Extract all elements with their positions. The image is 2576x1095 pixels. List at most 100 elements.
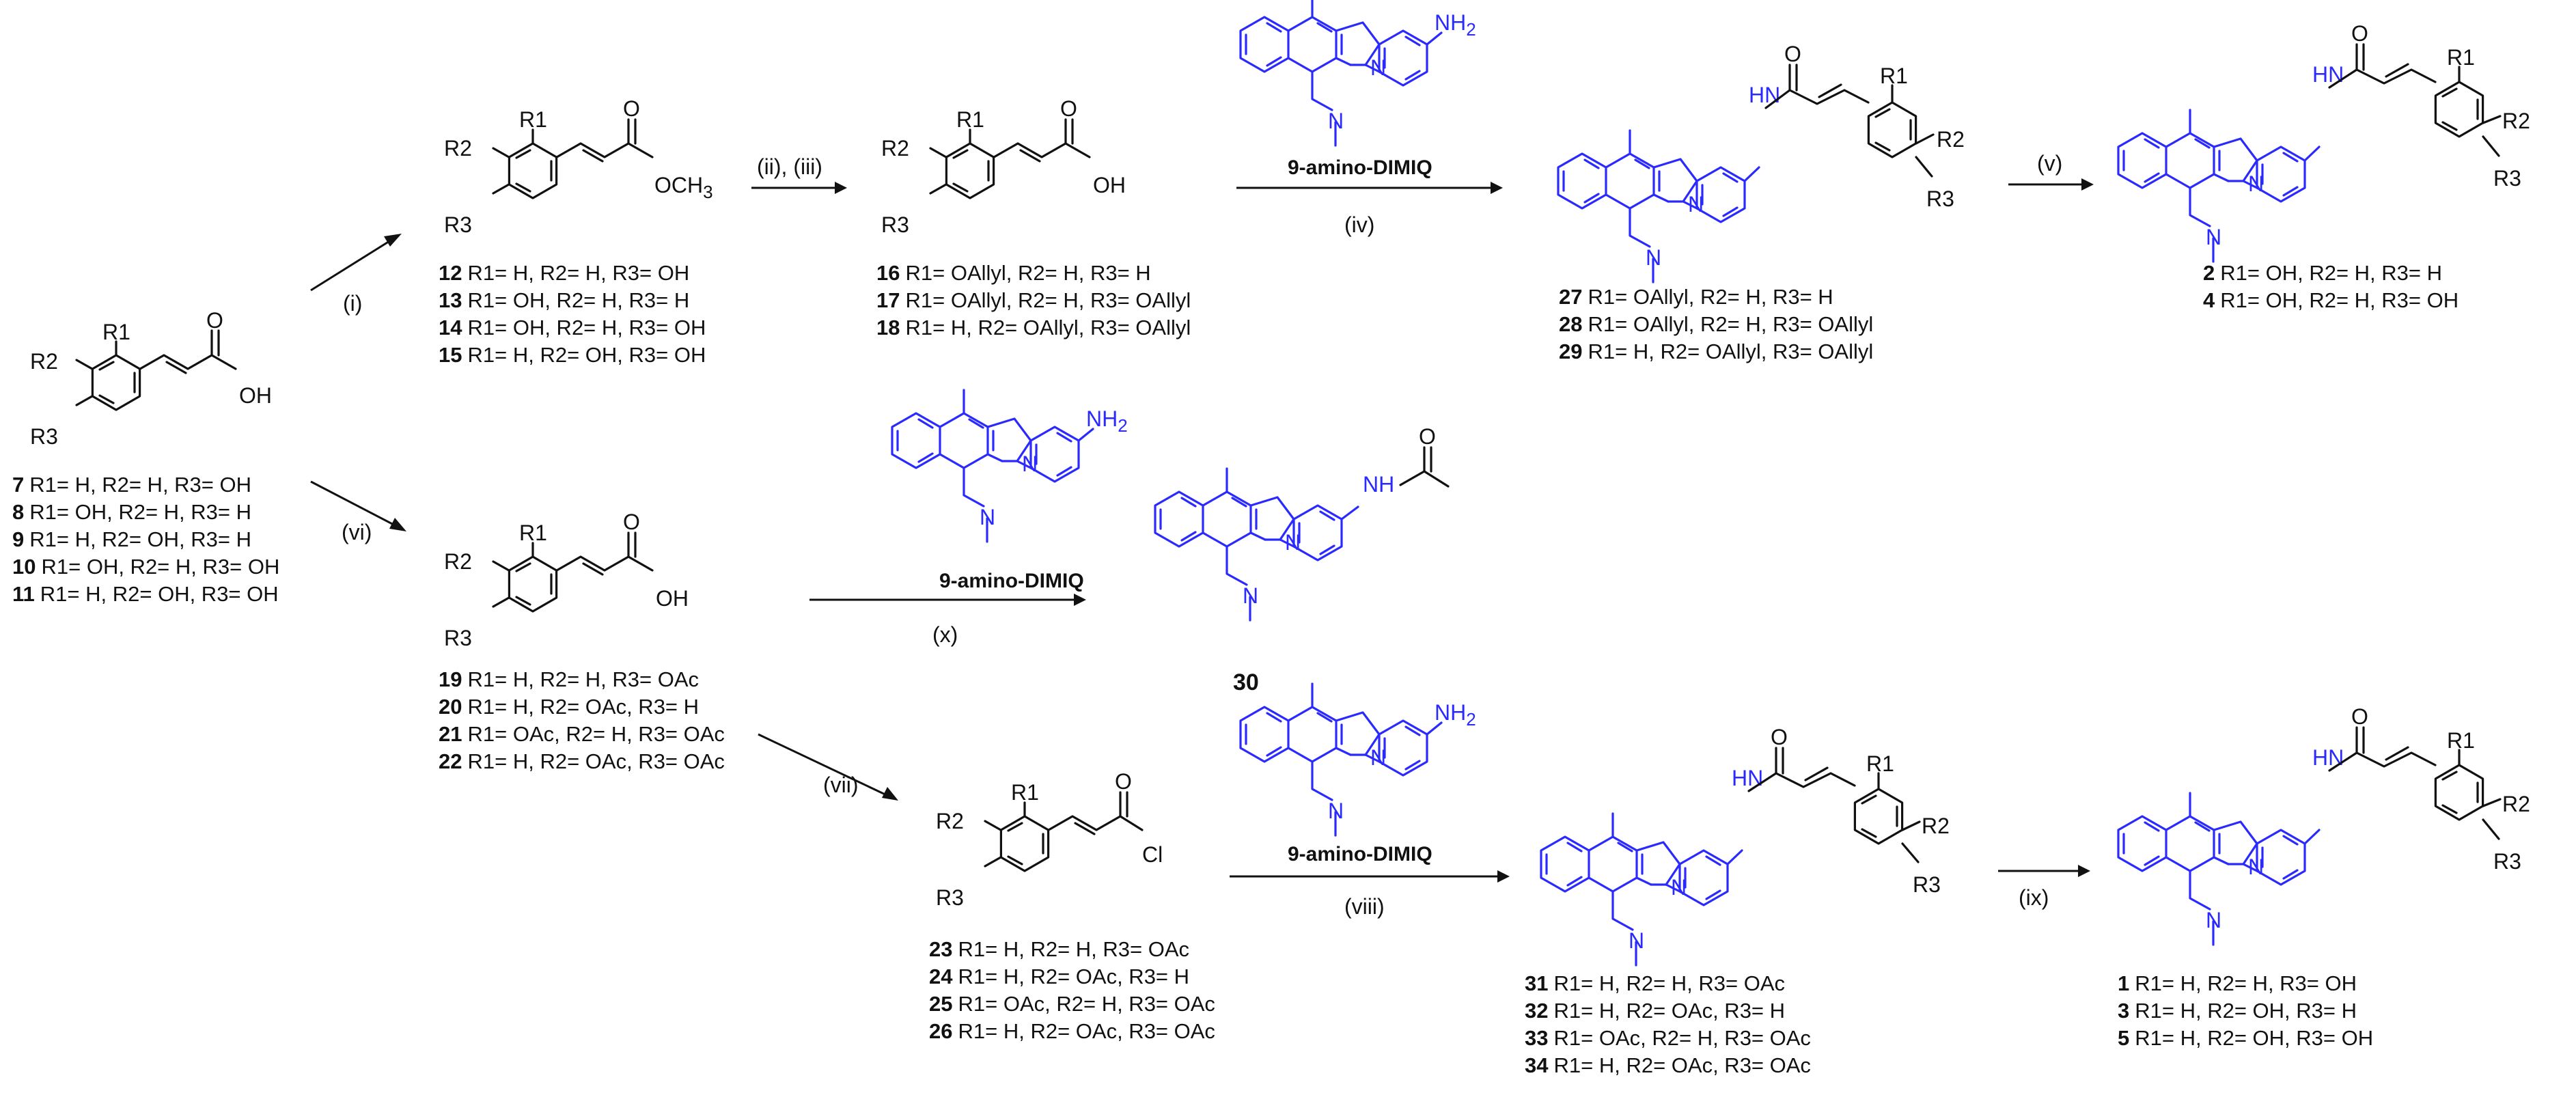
svg-text:R1: R1 bbox=[956, 107, 984, 132]
svg-text:N: N bbox=[1671, 875, 1687, 900]
svg-text:R2: R2 bbox=[2502, 109, 2530, 133]
svg-text:N: N bbox=[2248, 171, 2264, 196]
svg-text:HN: HN bbox=[1732, 766, 1763, 790]
start-structure: R1 R2 R3 O OH bbox=[30, 308, 272, 449]
svg-text:R1: R1 bbox=[2447, 728, 2475, 753]
arrow-x: (x) bbox=[809, 594, 1086, 647]
svg-text:OH: OH bbox=[1093, 173, 1126, 197]
svg-text:R1: R1 bbox=[1011, 780, 1039, 805]
svg-text:N: N bbox=[1328, 109, 1344, 133]
svg-text:R3: R3 bbox=[1926, 186, 1954, 211]
svg-text:2R1= OH, R2= H, R3= H: 2R1= OH, R2= H, R3= H bbox=[2203, 261, 2442, 285]
svg-text:R2: R2 bbox=[30, 349, 58, 374]
svg-text:R1: R1 bbox=[519, 521, 547, 545]
svg-text:9-amino-DIMIQ: 9-amino-DIMIQ bbox=[939, 570, 1084, 592]
svg-text:8R1= OH, R2= H, R3= H: 8R1= OH, R2= H, R3= H bbox=[12, 500, 251, 524]
arrow-vi: (vi) bbox=[310, 480, 406, 544]
svg-text:N: N bbox=[1370, 745, 1386, 770]
svg-text:OH: OH bbox=[239, 383, 272, 408]
svg-text:N: N bbox=[1285, 530, 1301, 555]
svg-text:(x): (x) bbox=[932, 622, 958, 647]
arrow-i: (i) bbox=[310, 234, 402, 316]
svg-text:HN: HN bbox=[2312, 745, 2344, 770]
product-a-structure: N N HN O R1 R2 R3 bbox=[2117, 21, 2530, 263]
arrow-vii: (vii) bbox=[758, 733, 898, 801]
svg-text:(vi): (vi) bbox=[342, 520, 372, 544]
compound-30-structure: N N NH O 30 bbox=[1154, 424, 1450, 695]
allyl-acid-structure: R1 R2 R3 O OH bbox=[881, 96, 1126, 237]
svg-text:N: N bbox=[2206, 908, 2221, 932]
svg-text:R3: R3 bbox=[2493, 166, 2521, 191]
ester-structure: R1 R2 R3 O OCH3 bbox=[444, 96, 713, 237]
svg-text:NH2: NH2 bbox=[1086, 406, 1128, 436]
svg-text:R2: R2 bbox=[444, 549, 472, 574]
svg-text:N: N bbox=[2206, 225, 2221, 249]
svg-text:(ix): (ix) bbox=[2019, 885, 2049, 910]
svg-text:4R1= OH, R2= H, R3= OH: 4R1= OH, R2= H, R3= OH bbox=[2203, 288, 2459, 312]
svg-text:R2: R2 bbox=[881, 136, 909, 161]
svg-text:R2: R2 bbox=[1937, 127, 1965, 152]
arrow-viii: (viii) bbox=[1230, 870, 1510, 919]
svg-text:(ii), (iii): (ii), (iii) bbox=[757, 154, 822, 179]
svg-text:(iv): (iv) bbox=[1344, 212, 1374, 237]
svg-text:1R1= H, R2= H, R3= OH: 1R1= H, R2= H, R3= OH bbox=[2118, 971, 2357, 995]
svg-text:R1: R1 bbox=[1880, 64, 1908, 88]
svg-text:R1: R1 bbox=[1866, 751, 1894, 776]
svg-text:O: O bbox=[2351, 704, 2368, 729]
svg-text:N: N bbox=[2248, 855, 2264, 879]
svg-text:NH2: NH2 bbox=[1435, 10, 1476, 40]
reagent-dimiq-middle: NH2 N N 9-amino-DIMIQ bbox=[891, 389, 1128, 592]
svg-text:O: O bbox=[1060, 96, 1077, 121]
svg-text:(viii): (viii) bbox=[1344, 894, 1385, 919]
svg-text:HN: HN bbox=[2312, 62, 2344, 87]
svg-text:R3: R3 bbox=[30, 424, 58, 449]
arrow-v: (v) bbox=[2008, 151, 2094, 191]
allyl-amide-structure: N N HN O R1 R2 R3 bbox=[1557, 42, 1965, 283]
svg-text:O: O bbox=[1771, 725, 1788, 749]
svg-text:O: O bbox=[1115, 769, 1132, 794]
svg-text:R3: R3 bbox=[881, 212, 909, 237]
svg-text:N: N bbox=[1022, 452, 1038, 476]
svg-text:5R1= H, R2= OH, R3= OH: 5R1= H, R2= OH, R3= OH bbox=[2118, 1026, 2373, 1050]
svg-text:R1: R1 bbox=[519, 107, 547, 132]
svg-text:O: O bbox=[1784, 42, 1801, 66]
svg-text:OH: OH bbox=[656, 586, 689, 611]
svg-text:N: N bbox=[1629, 928, 1644, 953]
svg-text:(v): (v) bbox=[2037, 151, 2062, 176]
reagent-dimiq-bottom: NH2 N N 9-amino-DIMIQ bbox=[1239, 682, 1476, 865]
svg-text:9R1= H, R2= OH, R3= H: 9R1= H, R2= OH, R3= H bbox=[12, 527, 251, 551]
svg-text:30: 30 bbox=[1233, 669, 1259, 695]
acetyl-amide-structure: N N HN O R1 R2 R3 bbox=[1540, 725, 1950, 967]
svg-text:3R1= H, R2= OH, R3= H: 3R1= H, R2= OH, R3= H bbox=[2118, 999, 2357, 1023]
svg-text:Cl: Cl bbox=[1142, 842, 1163, 867]
svg-text:N: N bbox=[1688, 192, 1704, 217]
svg-text:O: O bbox=[206, 308, 223, 333]
svg-text:HN: HN bbox=[1749, 83, 1780, 107]
svg-text:O: O bbox=[2351, 21, 2368, 46]
